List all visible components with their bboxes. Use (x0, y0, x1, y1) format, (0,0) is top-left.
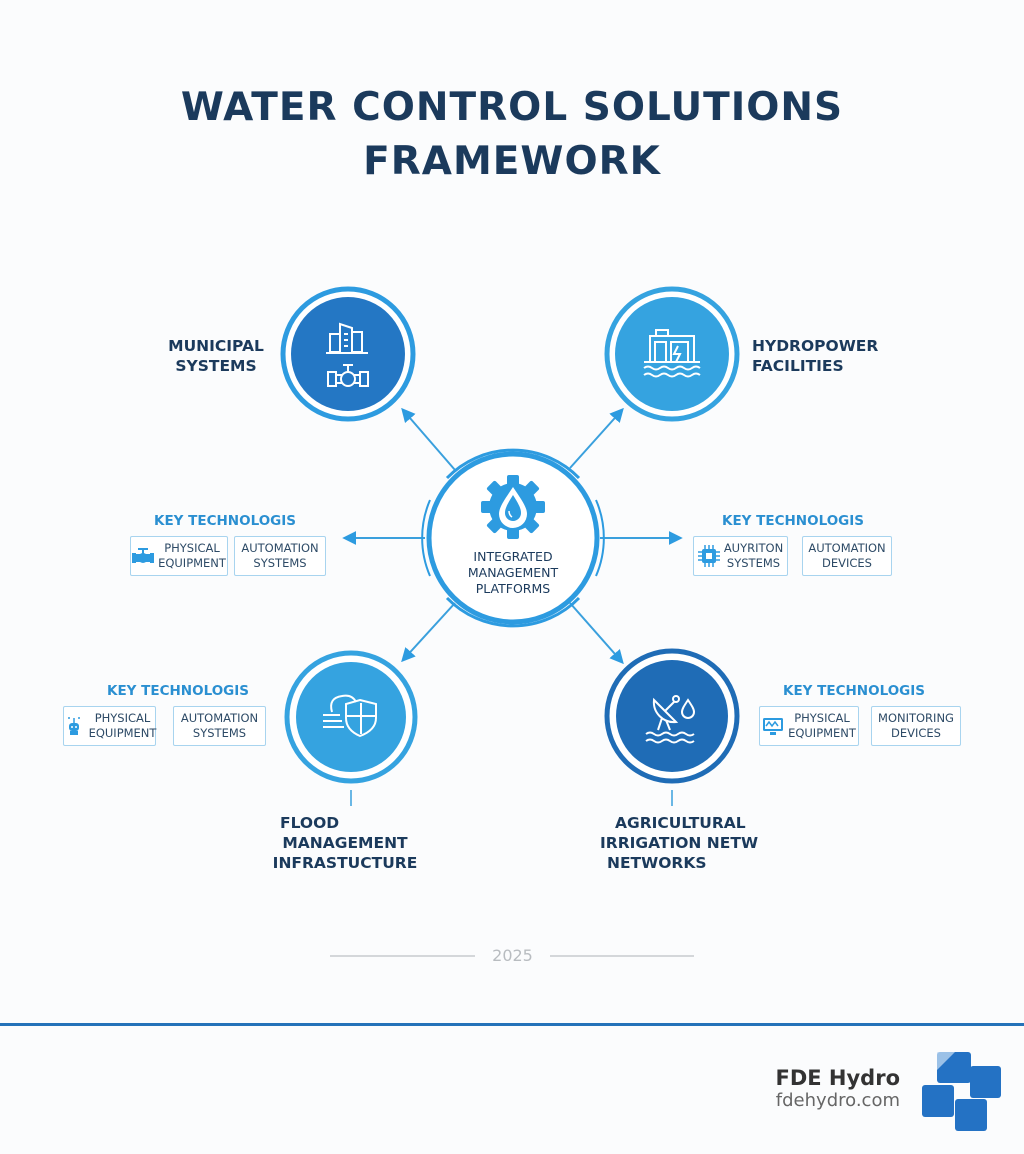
valve-icon (132, 548, 155, 563)
key-tech-title: KEY TECHNOLOGIS (154, 513, 296, 529)
center-label-line-1: INTEGRATED (473, 549, 553, 564)
monitor-display-icon (763, 718, 784, 735)
chip-line-1: AUTOMATION (180, 711, 259, 725)
chip-line-1: MONITORING (878, 711, 954, 725)
sensor-device-icon (67, 717, 80, 735)
chip-line-2: SYSTEMS (192, 726, 247, 740)
arrow-to-agricultural (569, 602, 624, 665)
key-tech-title: KEY TECHNOLOGIS (107, 683, 249, 699)
chip-line-2: SYSTEMS (726, 556, 781, 570)
flood-node-circle (284, 650, 418, 784)
chip-line-1: PHYSICAL (164, 541, 220, 555)
municipal-node-circle (280, 286, 416, 422)
fde-hydro-squares-logo (922, 1052, 1001, 1131)
hydro-dam-water-icon (643, 329, 701, 378)
center-label-line-2: MANAGEMENT (467, 565, 559, 580)
municipal-label-line-1: MUNICIPAL (168, 337, 264, 355)
flood-label-line-3: INFRASTUCTURE (272, 854, 418, 872)
chip-line-2: EQUIPMENT (158, 556, 226, 570)
chip-line-2: SYSTEMS (253, 556, 307, 570)
chip-line-2: DEVICES (822, 556, 872, 570)
city-buildings-pipe-valve-icon (326, 322, 369, 387)
chip-line-1: PHYSICAL (94, 711, 151, 725)
chip-processor-icon (697, 545, 720, 567)
key-tech-title: KEY TECHNOLOGIS (783, 683, 925, 699)
center-hub-label: INTEGRATED MANAGEMENT PLATFORMS (453, 549, 573, 597)
municipal-label-line-2: SYSTEMS (175, 357, 257, 375)
municipal-label: MUNICIPAL SYSTEMS (150, 336, 282, 376)
brand-name: FDE Hydro (775, 1066, 900, 1090)
agricultural-label-line-3: NETWORKS (607, 854, 707, 872)
chip-line-2: EQUIPMENT (88, 726, 157, 740)
satellite-dish-drop-icon (645, 695, 696, 744)
chip-line-1: AUTOMATION (241, 541, 319, 555)
hydropower-label-line-1: HYDROPOWER (752, 337, 879, 355)
chip-line-2: DEVICES (891, 726, 941, 740)
flood-label-line-1: FLOOD (280, 814, 340, 832)
chip-line-1: PHYSICAL (794, 711, 850, 725)
agricultural-node-circle (604, 648, 740, 784)
wave-shield-icon (323, 694, 377, 738)
hydropower-node-circle (604, 286, 740, 422)
arrow-to-hydropower (569, 407, 624, 469)
chip-line-2: EQUIPMENT (788, 726, 856, 740)
agricultural-label-line-1: AGRICULTURAL (615, 814, 746, 832)
hydropower-label: HYDROPOWER FACILITIES (752, 336, 900, 376)
chip-line-1: AUYRITON (723, 541, 784, 555)
page-title-line-1: WATER CONTROL SOLUTIONS (180, 85, 844, 130)
chip-line-1: AUTOMATION (808, 541, 886, 555)
gear-water-drop-icon (481, 475, 545, 539)
center-hub (421, 448, 605, 628)
brand-url[interactable]: fdehydro.com (775, 1090, 900, 1111)
agricultural-label-line-2: IRRIGATION NETW (600, 834, 759, 852)
center-label-line-3: PLATFORMS (475, 581, 551, 596)
key-tech-title: KEY TECHNOLOGIS (722, 513, 864, 529)
page-title-line-2: FRAMEWORK (363, 139, 661, 184)
arrow-to-municipal (401, 407, 456, 471)
arrow-to-flood (401, 602, 456, 663)
footer-divider (0, 1023, 1024, 1026)
year-label: 2025 (492, 946, 533, 965)
agricultural-label: AGRICULTURAL IRRIGATION NETW NETWORKS (600, 813, 770, 873)
hydropower-label-line-2: FACILITIES (752, 357, 844, 375)
connector-arrows (342, 407, 683, 665)
flood-label-line-2: MANAGEMENT (282, 834, 408, 852)
flood-label: FLOOD MANAGEMENT INFRASTUCTURE (260, 813, 430, 873)
